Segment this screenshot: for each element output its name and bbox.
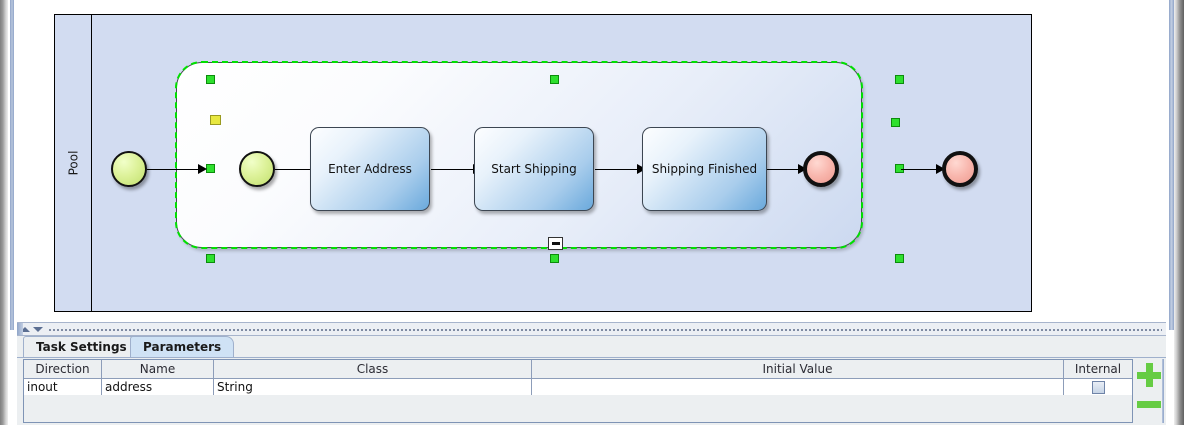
task-shipping-finished[interactable]: Shipping Finished <box>642 127 767 211</box>
tab-strip: Task Settings Parameters <box>17 336 1166 358</box>
left-rail-spacer <box>14 0 17 330</box>
window-right-edge <box>1174 0 1184 425</box>
arrowhead-6 <box>936 164 945 174</box>
label-handle[interactable] <box>210 115 221 125</box>
resize-handle-nw[interactable] <box>206 75 215 84</box>
resize-handle-e-upper[interactable] <box>891 118 900 127</box>
parameters-table[interactable]: Direction Name Class Initial Value Inter… <box>23 359 1133 423</box>
pool-label: Pool <box>55 15 91 311</box>
tab-parameters-label: Parameters <box>143 340 222 354</box>
resize-handle-n[interactable] <box>550 75 559 84</box>
connector-enter-address-to-start-shipping[interactable] <box>431 169 481 170</box>
cell-name[interactable]: address <box>102 379 214 395</box>
bpmn-diagram-canvas[interactable]: Pool Enter Address Start Shipping Shippi… <box>17 0 1166 322</box>
tab-task-settings[interactable]: Task Settings <box>23 336 140 357</box>
connector-shipping-finished-to-end[interactable] <box>767 169 805 170</box>
add-parameter-button[interactable] <box>1137 363 1161 387</box>
split-pane-divider[interactable] <box>17 322 1166 336</box>
cell-initial-value[interactable] <box>532 379 1064 395</box>
task-start-shipping[interactable]: Start Shipping <box>474 127 594 211</box>
resize-handle-sw[interactable] <box>206 254 215 263</box>
column-header-direction[interactable]: Direction <box>24 360 102 378</box>
pool-lane-separator <box>91 15 92 311</box>
collapsed-palette-rail[interactable] <box>0 0 8 425</box>
divider-grip[interactable] <box>17 323 23 335</box>
vertical-scrollbar[interactable] <box>1169 0 1174 330</box>
task-enter-address[interactable]: Enter Address <box>310 127 430 211</box>
remove-parameter-button[interactable] <box>1137 401 1161 408</box>
resize-handle-w[interactable] <box>206 164 215 173</box>
properties-panel: Task Settings Parameters Direction Name … <box>17 336 1166 425</box>
end-event-inner[interactable] <box>803 151 839 187</box>
connector-start-shipping-to-shipping-finished[interactable] <box>595 169 645 170</box>
internal-checkbox[interactable] <box>1091 380 1105 394</box>
connector-start-to-subprocess[interactable] <box>147 169 204 170</box>
resize-handle-s[interactable] <box>550 254 559 263</box>
arrowhead-4 <box>637 164 646 174</box>
column-header-class[interactable]: Class <box>214 360 532 378</box>
start-event-outer[interactable] <box>111 151 147 187</box>
table-header-row: Direction Name Class Initial Value Inter… <box>24 360 1132 379</box>
resize-handle-ne[interactable] <box>895 75 904 84</box>
panel-right-edge <box>1162 359 1164 423</box>
connector-subprocess-to-end[interactable] <box>901 169 944 170</box>
arrowhead-1 <box>198 164 207 174</box>
table-row[interactable]: inout address String <box>24 379 1132 396</box>
start-event-inner[interactable] <box>239 151 275 187</box>
tab-underline <box>17 357 1166 358</box>
column-header-name[interactable]: Name <box>102 360 214 378</box>
triangle-down-icon[interactable] <box>33 326 43 332</box>
end-event-outer[interactable] <box>942 151 978 187</box>
pool-label-text: Pool <box>65 150 80 176</box>
task-start-shipping-label: Start Shipping <box>491 162 577 176</box>
divider-texture <box>48 327 1162 331</box>
cell-internal[interactable] <box>1064 379 1132 395</box>
triangle-up-icon[interactable] <box>20 326 30 332</box>
table-empty-area <box>24 395 1132 422</box>
subprocess-collapse-minus-icon[interactable] <box>548 237 563 250</box>
task-shipping-finished-label: Shipping Finished <box>651 162 758 176</box>
column-header-internal[interactable]: Internal <box>1074 362 1122 376</box>
tab-parameters[interactable]: Parameters <box>130 336 235 357</box>
cell-direction[interactable]: inout <box>24 379 102 395</box>
column-header-initial-value[interactable]: Initial Value <box>532 360 1064 378</box>
task-enter-address-label: Enter Address <box>328 162 412 176</box>
left-rail-edge <box>8 0 10 425</box>
resize-handle-e[interactable] <box>895 164 904 173</box>
cell-class[interactable]: String <box>214 379 532 395</box>
connector-start-to-enter-address[interactable] <box>275 169 325 170</box>
resize-handle-se[interactable] <box>895 254 904 263</box>
tab-task-settings-label: Task Settings <box>36 340 127 354</box>
arrowhead-5 <box>798 164 807 174</box>
right-rail-spacer <box>1166 0 1169 330</box>
left-scrollbar-track[interactable] <box>10 0 14 330</box>
table-action-buttons <box>1134 359 1164 423</box>
